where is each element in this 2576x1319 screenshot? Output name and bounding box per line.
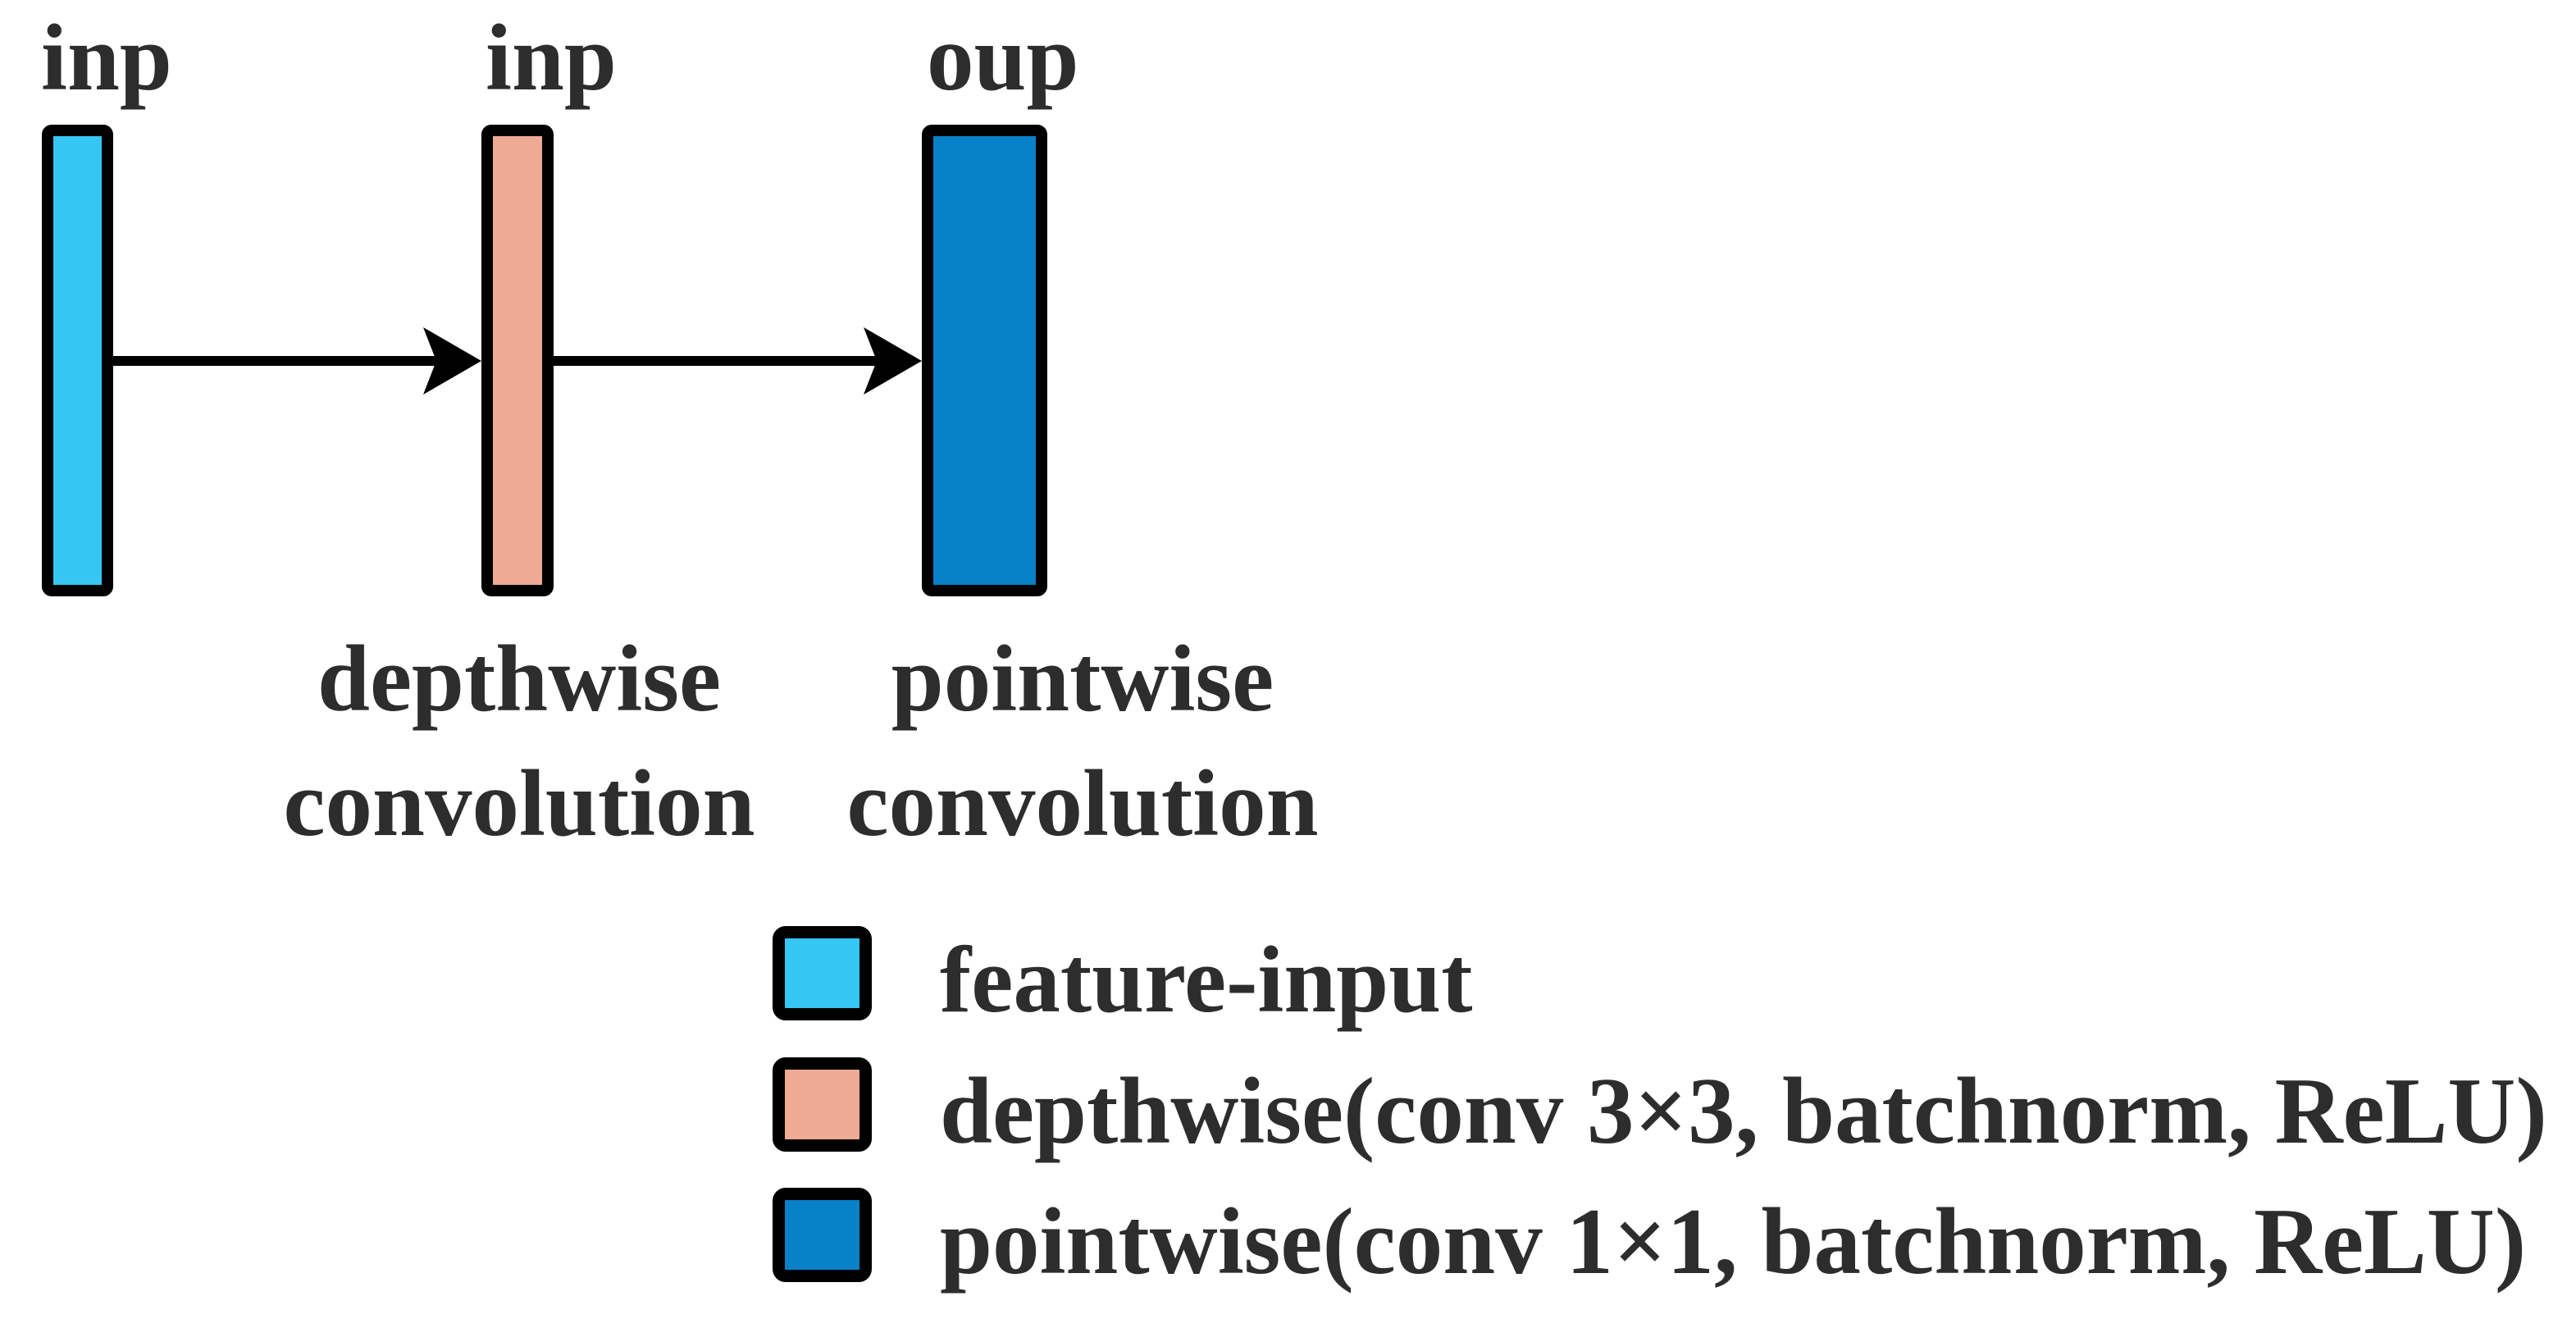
- caption-line: convolution: [283, 751, 755, 856]
- legend-swatch-pointwise: [773, 1187, 872, 1282]
- feature-input-bar: [42, 125, 113, 596]
- caption-line: depthwise: [317, 627, 721, 731]
- caption-line: convolution: [846, 751, 1319, 856]
- legend-item-depthwise: depthwise(conv 3×3, batchnorm, ReLU): [773, 1057, 2547, 1159]
- arrow-right-icon: [113, 327, 481, 395]
- tensor-label-depthwise-input: inp: [486, 6, 617, 110]
- depthwise-convolution-caption: depthwise convolution: [257, 617, 782, 866]
- depthwise-conv-bar: [481, 125, 554, 596]
- legend-label: pointwise(conv 1×1, batchnorm, ReLU): [940, 1189, 2527, 1294]
- legend-label: depthwise(conv 3×3, batchnorm, ReLU): [940, 1059, 2547, 1163]
- arrow-right-icon: [554, 327, 922, 395]
- pointwise-conv-bar: [922, 125, 1047, 596]
- tensor-label-output: oup: [927, 6, 1079, 110]
- legend-swatch-feature-input: [773, 925, 872, 1020]
- caption-line: pointwise: [891, 627, 1274, 731]
- tensor-label-input: inp: [41, 6, 172, 110]
- legend-label: feature-input: [940, 928, 1473, 1032]
- legend-item-feature-input: feature-input: [773, 925, 1473, 1028]
- legend-item-pointwise: pointwise(conv 1×1, batchnorm, ReLU): [773, 1187, 2526, 1289]
- legend-swatch-depthwise: [773, 1057, 872, 1152]
- flow-arrows: [113, 327, 922, 395]
- pointwise-convolution-caption: pointwise convolution: [820, 617, 1345, 866]
